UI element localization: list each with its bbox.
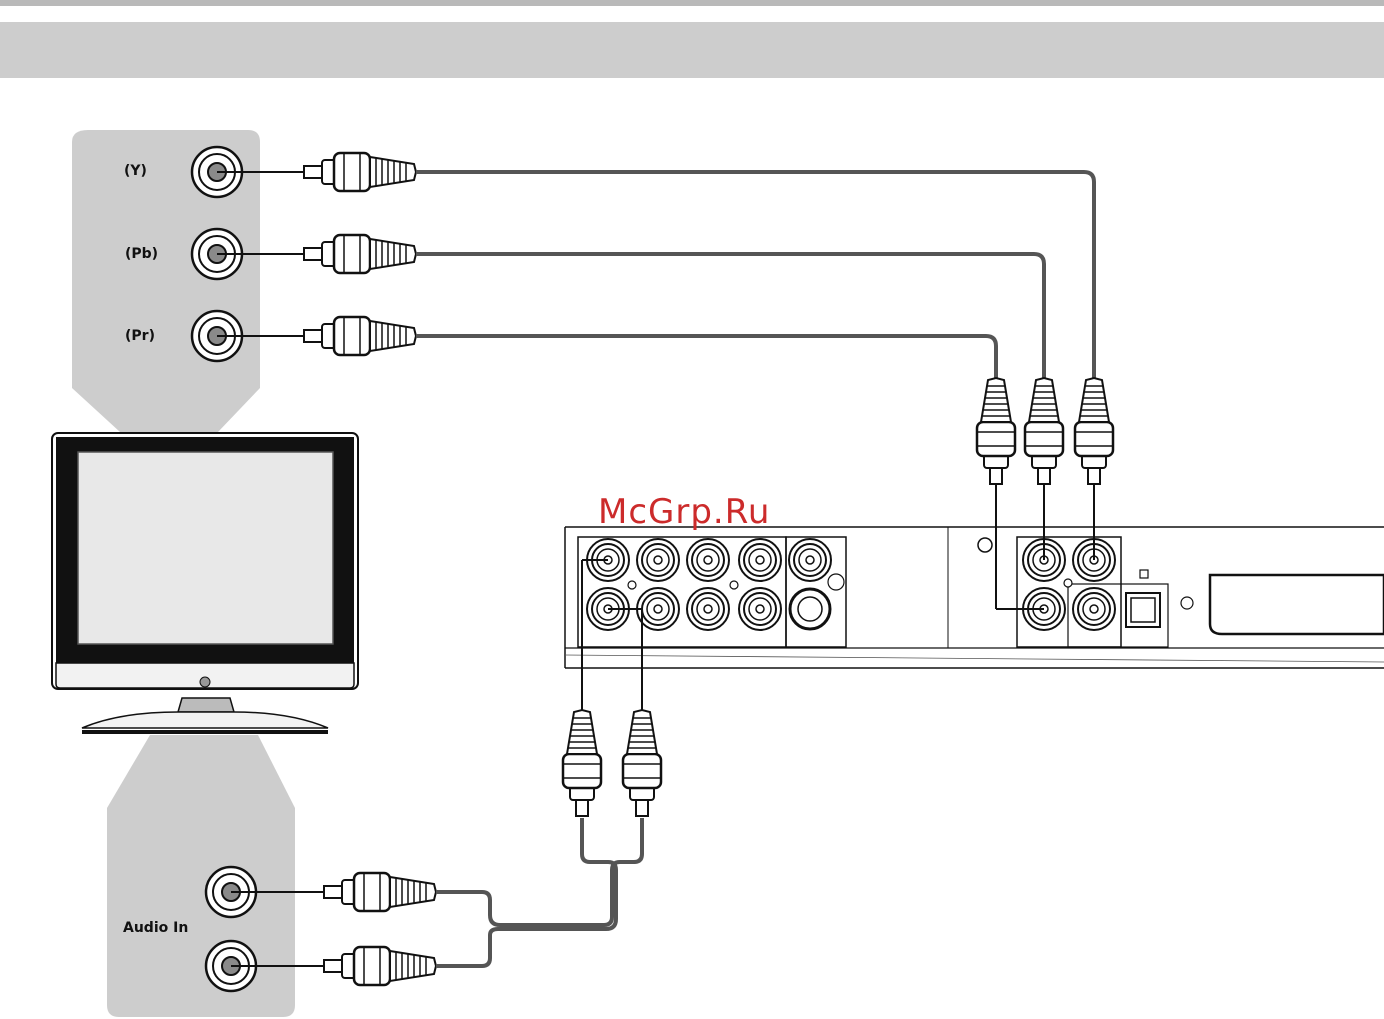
dvd-coaxial-out-jack-icon[interactable] — [1073, 588, 1115, 630]
dvd-audio-out-jack-6-icon[interactable] — [637, 588, 679, 630]
label-audio-in: Audio In — [123, 920, 188, 936]
dvd-audio-out-jack-3-icon[interactable] — [687, 539, 729, 581]
dvd-audio-plug-right-icon — [623, 710, 661, 816]
dvd-rear-panel — [565, 527, 1384, 668]
dvd-video-out-jack-icon[interactable] — [789, 539, 831, 581]
dvd-audio-out-jack-2-icon[interactable] — [637, 539, 679, 581]
plug-y-icon — [304, 153, 416, 191]
label-pb: (Pb) — [125, 246, 158, 262]
tv-monitor — [52, 433, 358, 734]
label-y: (Y) — [124, 163, 147, 179]
cable-pb — [416, 254, 1044, 378]
plug-pb-icon — [304, 235, 416, 273]
audio-input-panel — [107, 735, 295, 1017]
dvd-scart-connector[interactable] — [1210, 575, 1384, 634]
dvd-audio-out-jack-4-icon[interactable] — [739, 539, 781, 581]
audio-plug-right-icon — [324, 947, 436, 985]
dvd-plug-pb-icon — [1025, 378, 1063, 484]
audio-plug-left-icon — [324, 873, 436, 911]
watermark: McGrp.Ru — [598, 492, 770, 532]
cable-pr — [416, 336, 996, 378]
dvd-audio-out-jack-7-icon[interactable] — [687, 588, 729, 630]
dvd-plug-pr-icon — [977, 378, 1015, 484]
dvd-audio-plug-left-icon — [563, 710, 601, 816]
dvd-audio-out-jack-8-icon[interactable] — [739, 588, 781, 630]
plug-pr-icon — [304, 317, 416, 355]
dvd-plug-y-icon — [1075, 378, 1113, 484]
cable-y — [416, 172, 1094, 378]
cable-audio — [436, 818, 642, 966]
label-pr: (Pr) — [125, 328, 155, 344]
